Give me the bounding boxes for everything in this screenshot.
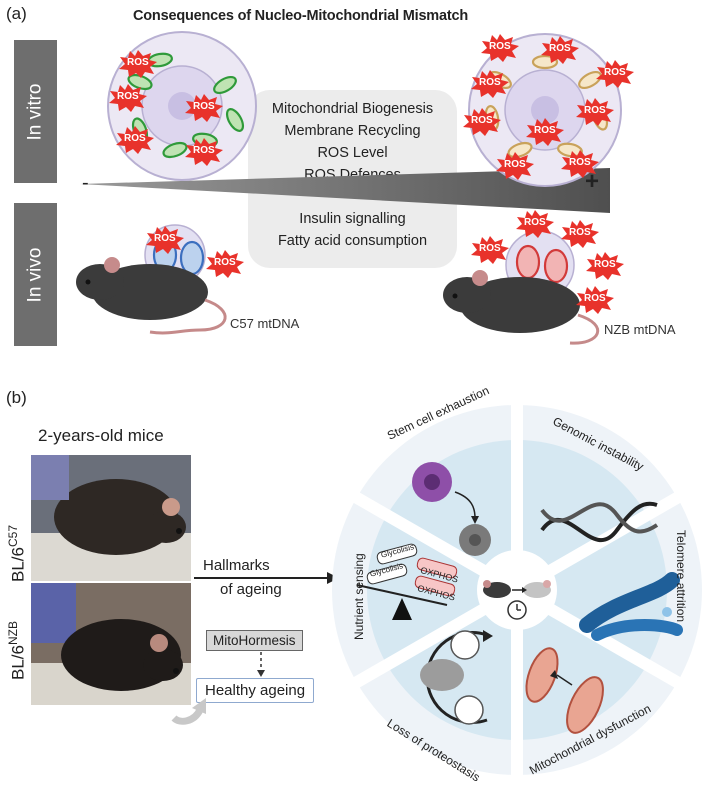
strain-c57-wrap: BL/6C57 (4, 520, 28, 582)
mouse-nzb (443, 230, 600, 345)
ros-label: ROS (549, 43, 571, 54)
mitochondria-icon (525, 647, 604, 734)
ros-label: ROS (124, 133, 146, 144)
proteostasis-icon (420, 630, 493, 725)
clock-icon (507, 600, 527, 620)
hallmarks-arrow (194, 572, 339, 584)
strain-nzb-wrap: BL/6NZB (4, 621, 28, 680)
c57-mtdna-label: C57 mtDNA (230, 316, 300, 331)
ros-label: ROS (479, 243, 501, 254)
ros-label: ROS (117, 91, 139, 102)
strain-nzb-sup: NZB (6, 621, 20, 646)
panel-b-label: (b) (6, 388, 27, 407)
cell-right (468, 33, 622, 187)
nutrient-seesaw-icon (356, 543, 458, 620)
panel-a-label: (a) (6, 4, 27, 23)
ros-label: ROS (569, 227, 591, 238)
consequence-item: Membrane Recycling (284, 123, 421, 139)
panel-a-graphics (76, 31, 634, 345)
ros-label: ROS (471, 115, 493, 126)
ros-label: ROS (584, 105, 606, 116)
ros-label: ROS (534, 125, 556, 136)
photo-title: 2-years-old mice (38, 426, 164, 445)
ros-label: ROS (214, 257, 236, 268)
hallmarks-label-1: Hallmarks (203, 557, 270, 574)
dashed-arrow (257, 652, 265, 677)
ros-label: ROS (479, 77, 501, 88)
ros-label: ROS (504, 159, 526, 170)
telomere-attrition-label: Telomere attrition (674, 530, 688, 623)
curved-arrow-icon (171, 698, 206, 725)
nutrient-sensing-label: Nutrient sensing (352, 553, 366, 640)
ros-label: ROS (524, 217, 546, 228)
center-mice-icon (483, 580, 551, 598)
in-vivo-tab: In vivo (14, 203, 57, 346)
consequences-top-list: Mitochondrial Biogenesis Membrane Recycl… (248, 98, 457, 186)
strain-nzb-label: BL/6NZB (6, 621, 29, 680)
minus-sign: - (82, 172, 89, 194)
photo-c57 (31, 455, 191, 581)
consequence-item: Insulin signalling (299, 211, 406, 227)
dna-icon (540, 501, 659, 543)
strain-c57-label: BL/6C57 (6, 525, 29, 582)
hallmarks-wheel (332, 400, 702, 780)
gradient-wedge (80, 168, 610, 213)
ros-label: ROS (154, 233, 176, 244)
ros-label: ROS (193, 145, 215, 156)
in-vitro-tab: In vitro (14, 40, 57, 183)
hallmarks-label-2: of ageing (220, 581, 282, 598)
mouse-photo-nzb (31, 583, 191, 705)
consequence-item: Fatty acid consumption (277, 233, 428, 249)
ros-label: ROS (569, 157, 591, 168)
ros-label: ROS (594, 259, 616, 270)
photo-nzb (31, 583, 191, 705)
plus-sign: + (585, 168, 600, 195)
nzb-mtdna-label: NZB mtDNA (604, 322, 676, 337)
panel-a-title: Consequences of Nucleo-Mitochondrial Mis… (133, 8, 469, 24)
stem-cell-icon (412, 462, 491, 556)
ros-label: ROS (193, 101, 215, 112)
ros-label: ROS (604, 67, 626, 78)
chromosome-icon (579, 572, 683, 641)
mitohormesis-box: MitoHormesis (206, 630, 303, 651)
consequence-item: Mitochondrial Biogenesis (271, 101, 434, 117)
consequences-bottom-list: Insulin signalling Fatty acid consumptio… (248, 208, 457, 252)
mouse-photo-c57 (31, 455, 191, 581)
strain-c57-sup: C57 (6, 525, 20, 548)
strain-c57-base: BL/6 (8, 547, 28, 582)
ros-label: ROS (584, 293, 606, 304)
strain-nzb-base: BL/6 (8, 645, 28, 680)
ros-label: ROS (127, 57, 149, 68)
consequence-item: ROS Level (317, 145, 388, 161)
healthy-ageing-box: Healthy ageing (196, 678, 315, 703)
ros-label: ROS (489, 41, 511, 52)
